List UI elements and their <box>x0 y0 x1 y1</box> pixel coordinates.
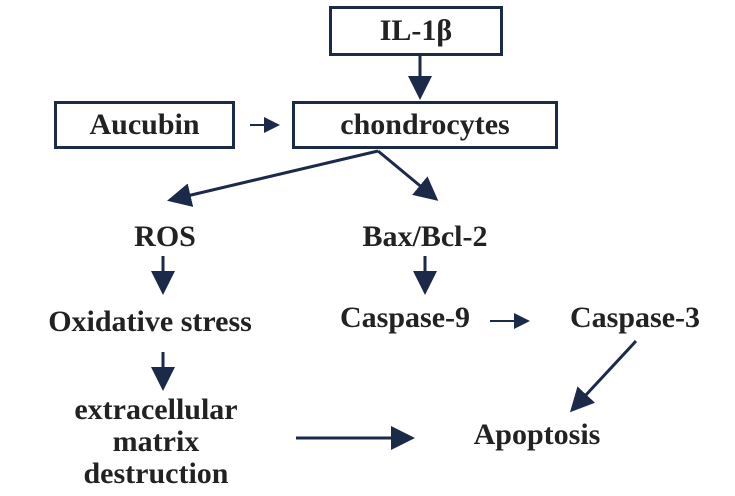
ros-label: ROS <box>134 220 196 253</box>
oxidative-stress-label: Oxidative stress <box>48 305 252 338</box>
aucubin-box: Aucubin <box>54 101 235 149</box>
ecm-line-1: extracellular <box>74 393 238 426</box>
ecm-line-2: matrix <box>112 425 200 458</box>
arrow-caspase3-apoptosis <box>569 339 638 413</box>
arrow-chondrocytes-bax <box>377 149 439 201</box>
ecm-line-3: destruction <box>83 457 229 490</box>
apoptosis-label: Apoptosis <box>473 418 601 451</box>
chondrocytes-box: chondrocytes <box>292 101 558 149</box>
il1b-box: IL-1β <box>329 6 503 56</box>
il1b-label: IL-1β <box>379 14 453 47</box>
arrow-chondrocytes-ros <box>167 149 379 207</box>
chondrocytes-label: chondrocytes <box>340 108 510 141</box>
caspase9-label: Caspase-9 <box>339 301 471 334</box>
aucubin-label: Aucubin <box>89 108 200 141</box>
caspase3-label: Caspase-3 <box>569 301 701 334</box>
bax-label: Bax/Bcl-2 <box>362 220 488 253</box>
